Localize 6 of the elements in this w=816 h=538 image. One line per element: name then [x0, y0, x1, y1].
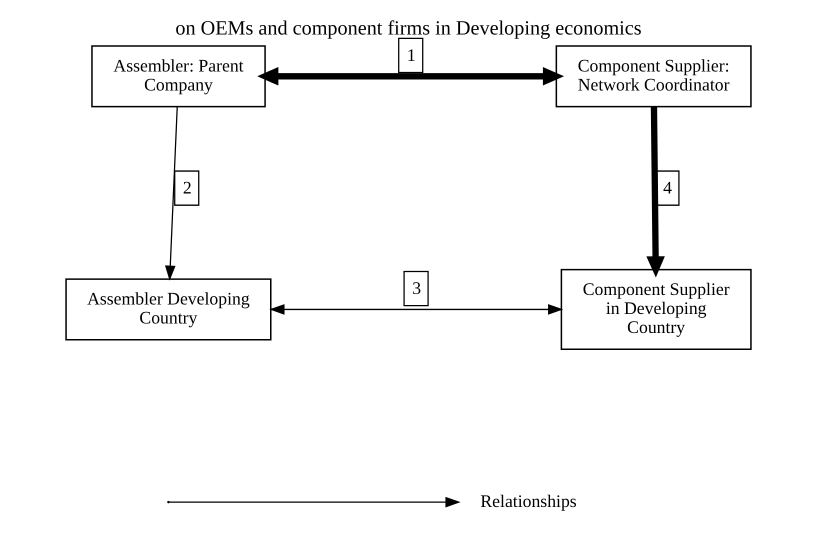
- edge-label: 4: [662, 177, 672, 198]
- legend-label: Relationships: [480, 490, 576, 511]
- edge-label: 2: [182, 177, 192, 198]
- diagram-title: on OEMs and component firms in Developing economics: [174, 17, 642, 40]
- edge-label: 3: [412, 278, 421, 298]
- edge-label: 1: [406, 44, 416, 65]
